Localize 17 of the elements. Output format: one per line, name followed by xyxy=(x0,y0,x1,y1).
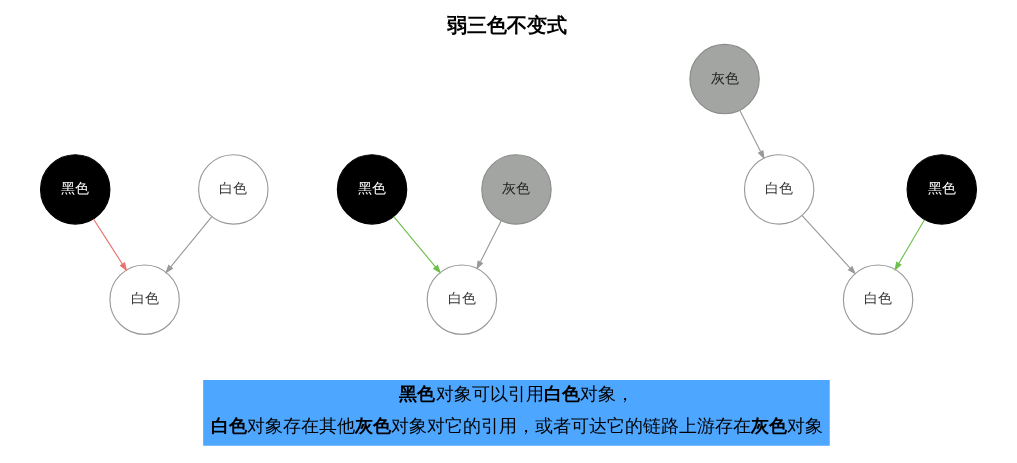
arrow xyxy=(801,215,857,275)
node-circle: 白色 xyxy=(743,154,815,225)
node-circle: 白色 xyxy=(198,154,269,225)
arrow xyxy=(165,216,213,274)
arrow xyxy=(476,220,502,270)
node-circle: 灰色 xyxy=(689,43,760,115)
arrow xyxy=(894,219,925,271)
label: 白色对象存在其他灰色对象对它的引用，或者可达它的链路上游存在灰色对象 xyxy=(210,414,824,436)
node-circle: 灰色 xyxy=(481,154,552,225)
diagram-title: 弱三色不变式 xyxy=(446,13,567,38)
arrow xyxy=(393,216,442,274)
arrow xyxy=(739,109,765,160)
node-circle: 黑色 xyxy=(336,154,408,225)
label: 黑色对象可以引用白色对象， xyxy=(399,383,635,405)
node-circle: 黑色 xyxy=(40,154,111,225)
node-circle: 黑色 xyxy=(906,154,978,225)
arrow xyxy=(92,218,128,272)
